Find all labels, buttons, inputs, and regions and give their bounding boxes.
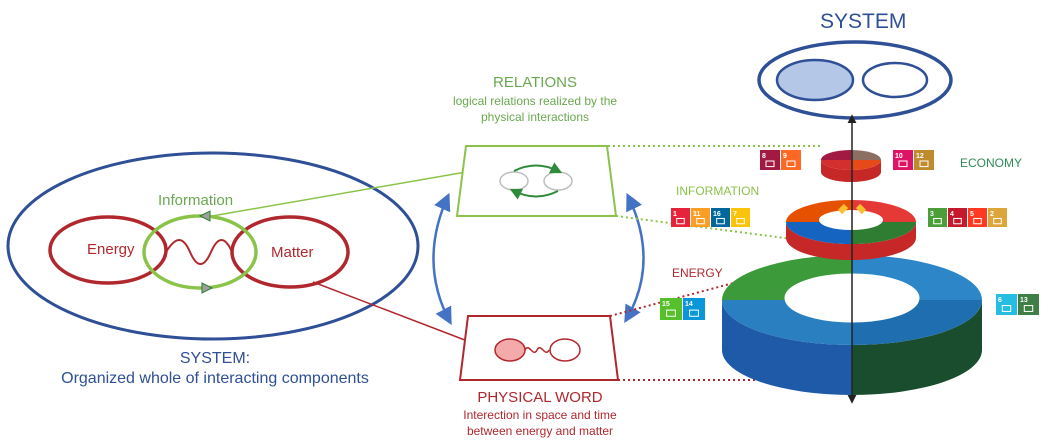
sdg-tile-icon [736,217,745,225]
information-arrow-bottom-icon [201,282,214,294]
sdg-tile-13 [1018,294,1039,315]
top-system-label: SYSTEM [820,10,907,33]
economy-disc [821,150,881,182]
sdg-tile-2 [988,208,1007,227]
interaction-wave [165,239,233,265]
right-feedback-arrow [624,192,645,324]
sdg-tile-number-4: 4 [950,211,954,218]
sdg-tile-12 [914,150,934,170]
sdg-tile-number-10: 10 [895,153,903,160]
sdg-tile-icon [919,160,929,168]
energy-ellipse [48,215,168,285]
sdg-tile-icon [666,309,676,317]
sdg-tile-number-7: 7 [733,211,737,218]
relations-node-right [543,171,573,191]
biosphere-ring [722,255,982,395]
matter-label: Matter [271,244,314,261]
sdg-tile-icon [676,217,685,225]
sdg-tile-icon [689,309,699,317]
information-arrow-top-icon [198,210,211,222]
sdg-tile-icon [933,217,942,225]
physical-matter-node [549,338,581,362]
sdg-tile-9 [781,150,801,170]
sdg-tile-icon [765,160,775,168]
sdg-tile-icon [953,217,962,225]
top-system-node-right [861,61,929,99]
physical-spring [524,347,550,353]
system-outer-ellipse [6,151,420,341]
system-caption-title: SYSTEM: [179,350,251,367]
sdg-tile-icon [993,217,1002,225]
sdg-tile-6 [996,294,1017,315]
relations-title: RELATIONS [493,74,577,91]
sdg-tile-icon [696,217,705,225]
information-label: Information [158,192,234,209]
matter-to-physical-line [312,281,471,343]
sdg-tile-10 [893,150,913,170]
relations-node-left [499,171,529,191]
sdg-tile-11 [691,208,710,227]
system-caption-text: Organized whole of interacting component… [61,370,369,387]
sdg-tile-3 [928,208,947,227]
sdg-tile-number-16: 16 [713,211,721,218]
energy-label: Energy [87,241,135,258]
sdg-tile-number-8: 8 [762,153,766,160]
information-ellipse [142,214,258,290]
sdg-tile-icon [1001,305,1012,312]
relations-panel [455,145,618,217]
sdg-tile-number-12: 12 [916,153,924,160]
sdg-tile-number-2: 2 [990,211,994,218]
physical-world-subtitle-2: between energy and matter [466,424,614,438]
sdg-tile-number-5: 5 [970,211,974,218]
sdg-tile-number-14: 14 [685,301,693,308]
sdg-tile-number-1: 1 [673,211,677,218]
info-to-relations-line [211,171,467,217]
sdg-tile-16 [711,208,730,227]
sdg-tile-7 [731,208,750,227]
physical-world-subtitle-1: Interection in space and time [463,408,617,422]
sdg-tile-icon [1023,305,1034,312]
economy-layer-label: ECONOMY [960,156,1023,170]
sdg-tile-icon [973,217,982,225]
physical-world-title: PHYSICAL WORD [477,389,603,406]
sdg-tile-icon [716,217,725,225]
sdg-tile-number-3: 3 [930,211,934,218]
sdg-tile-number-13: 13 [1020,297,1028,304]
top-system-node-left [775,58,855,102]
sdg-tile-8 [760,150,780,170]
relations-cycle-top [513,162,563,174]
sdg-tile-1 [671,208,690,227]
sdg-tile-number-9: 9 [783,153,787,160]
sdg-tile-icon [898,160,908,168]
sdg-tile-number-6: 6 [998,297,1002,304]
sdg-tile-14 [683,298,705,320]
sdg-tile-number-11: 11 [693,211,701,218]
sdg-tile-15 [660,298,682,320]
sdg-tile-icon [786,160,796,168]
energy-layer-label: ENERGY [672,266,723,280]
physical-energy-node [494,338,526,362]
relations-cycle-bottom [509,188,559,200]
relations-subtitle-1: logical relations realized by the [452,94,618,108]
sdg-tile-5 [968,208,987,227]
relations-subtitle-2: physical interactions [480,110,590,124]
society-disc [786,200,916,260]
information-layer-label: INFORMATION [676,184,760,198]
sdg-tile-4 [948,208,967,227]
sdg-tile-number-15: 15 [662,301,670,308]
relations-information-dotted [615,215,801,241]
left-feedback-arrow [432,192,452,326]
